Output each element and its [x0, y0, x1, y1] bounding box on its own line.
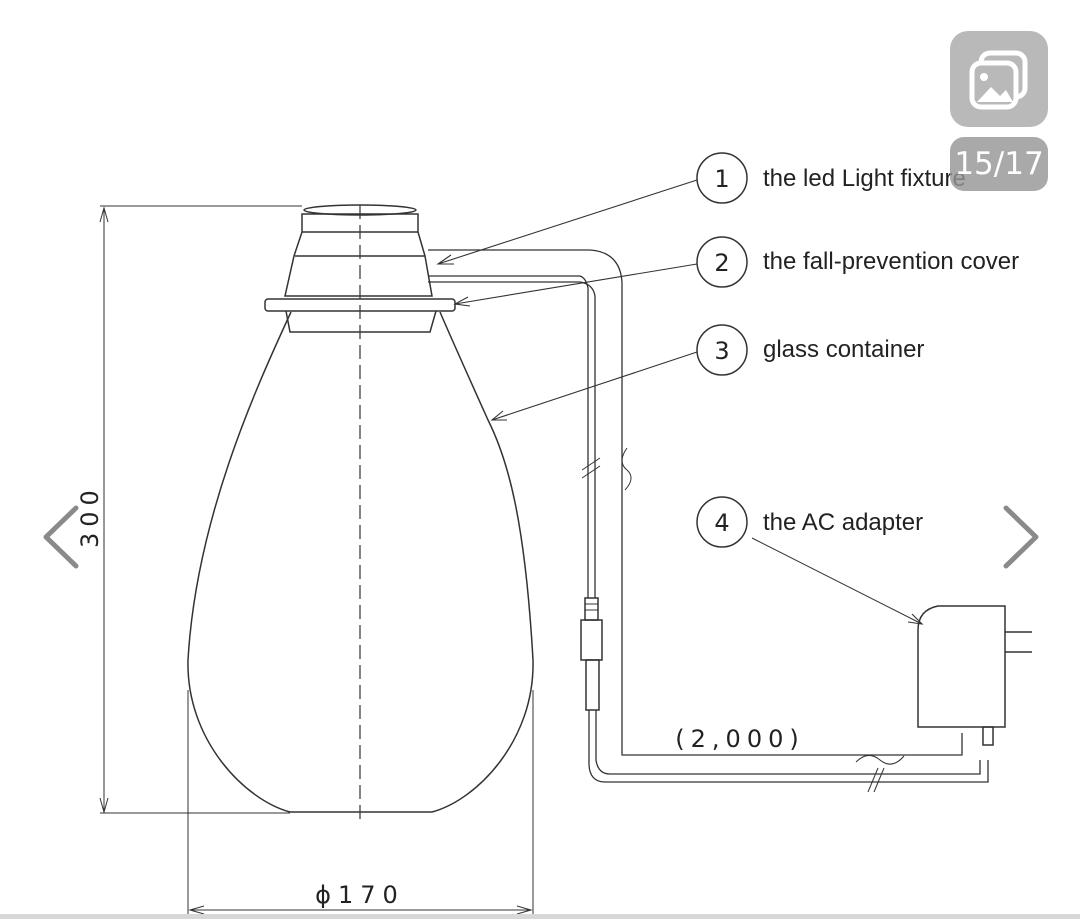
callout-circle-4 — [696, 496, 748, 548]
chevron-right-icon — [1003, 505, 1039, 569]
dimension-cord-length: (2,000) — [675, 725, 804, 753]
gallery-icon — [969, 50, 1028, 110]
callout-number-2: 2 — [714, 249, 729, 277]
led-fixture-outline — [284, 213, 433, 297]
callout-label-1: the led Light fixture — [763, 165, 966, 192]
glass-container-outline — [187, 311, 534, 813]
callout-number-3: 3 — [714, 337, 729, 365]
callout-number-4: 4 — [714, 509, 729, 537]
callout-circle-3 — [696, 324, 748, 376]
callout-label-2: the fall-prevention cover — [763, 248, 1019, 275]
callout-label-3: glass container — [763, 336, 924, 363]
dimension-diameter: ϕ170 — [315, 881, 405, 909]
callout-circle-2 — [696, 236, 748, 288]
page-counter: 15/17 — [950, 137, 1048, 191]
gallery-button[interactable] — [950, 31, 1048, 127]
callout-label-4: the AC adapter — [763, 509, 923, 536]
viewer-bottom-border — [0, 914, 1080, 919]
cord-connector — [584, 597, 599, 621]
chevron-left-icon — [43, 505, 79, 569]
prev-image-button[interactable] — [32, 492, 92, 582]
power-cord — [428, 249, 963, 756]
callout-circle-1 — [696, 152, 748, 204]
callout-number-1: 1 — [714, 165, 729, 193]
dimension-height: 300 — [76, 484, 104, 548]
next-image-button[interactable] — [990, 492, 1050, 582]
ac-adapter-outline — [917, 605, 1006, 728]
